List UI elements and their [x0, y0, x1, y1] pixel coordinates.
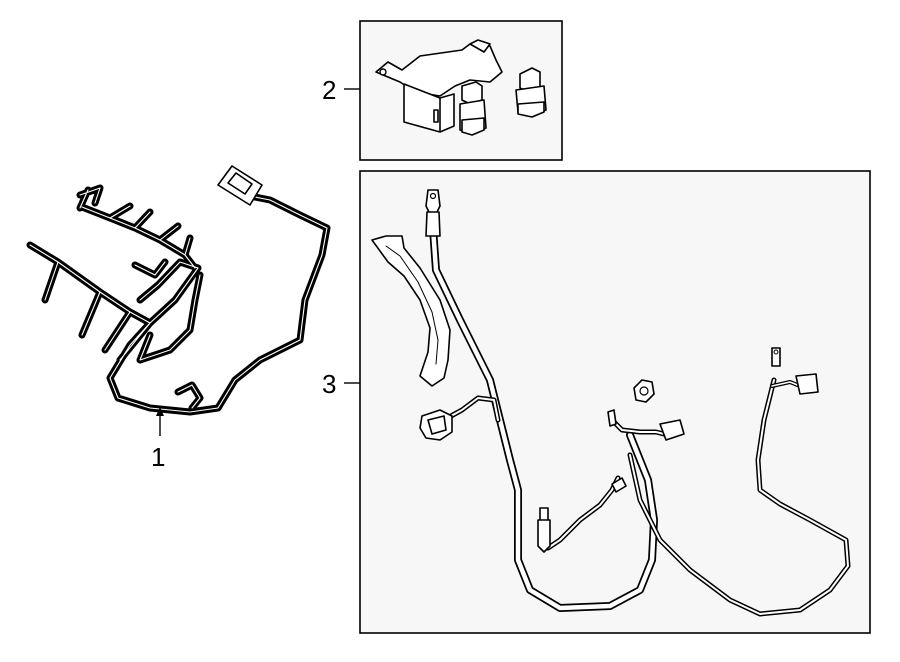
cable-bracket — [371, 235, 451, 387]
part-1-wiring-harness — [26, 165, 331, 416]
connector-right — [795, 373, 819, 395]
callout-3-label: 3 — [322, 369, 336, 399]
part-3-cables — [371, 189, 851, 617]
connector-middle — [659, 419, 685, 441]
callout-1-arrow — [156, 407, 164, 416]
part-2-bracket-sensor — [375, 39, 547, 136]
part-3-box — [359, 170, 871, 634]
callout-2-label: 2 — [322, 75, 336, 105]
nut — [633, 379, 655, 403]
callout-1-label: 1 — [151, 442, 165, 472]
